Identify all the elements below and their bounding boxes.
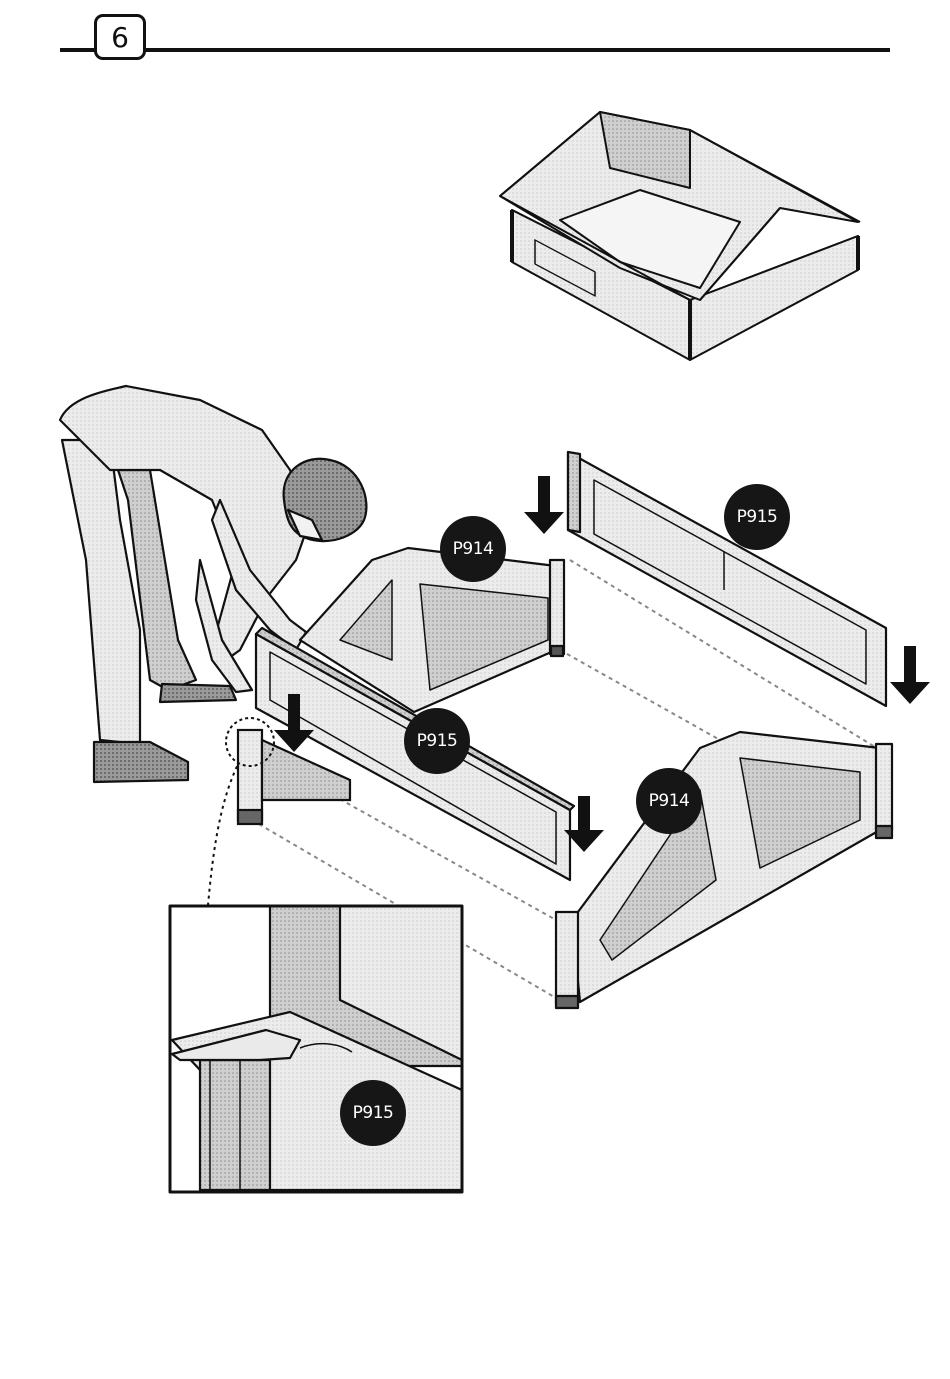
panel-p914-right bbox=[556, 732, 892, 1008]
down-arrow-icon bbox=[524, 476, 564, 534]
detail-inset bbox=[170, 906, 462, 1192]
panel-p915-back bbox=[568, 452, 886, 706]
part-label-p914-right: P914 bbox=[636, 768, 702, 834]
part-label-p915-detail: P915 bbox=[340, 1080, 406, 1146]
part-label-p915-back: P915 bbox=[724, 484, 790, 550]
down-arrow-icon bbox=[890, 646, 930, 704]
part-label-p915-front: P915 bbox=[404, 708, 470, 774]
part-label-p914-left: P914 bbox=[440, 516, 506, 582]
completed-coldframe-illustration bbox=[500, 112, 860, 360]
